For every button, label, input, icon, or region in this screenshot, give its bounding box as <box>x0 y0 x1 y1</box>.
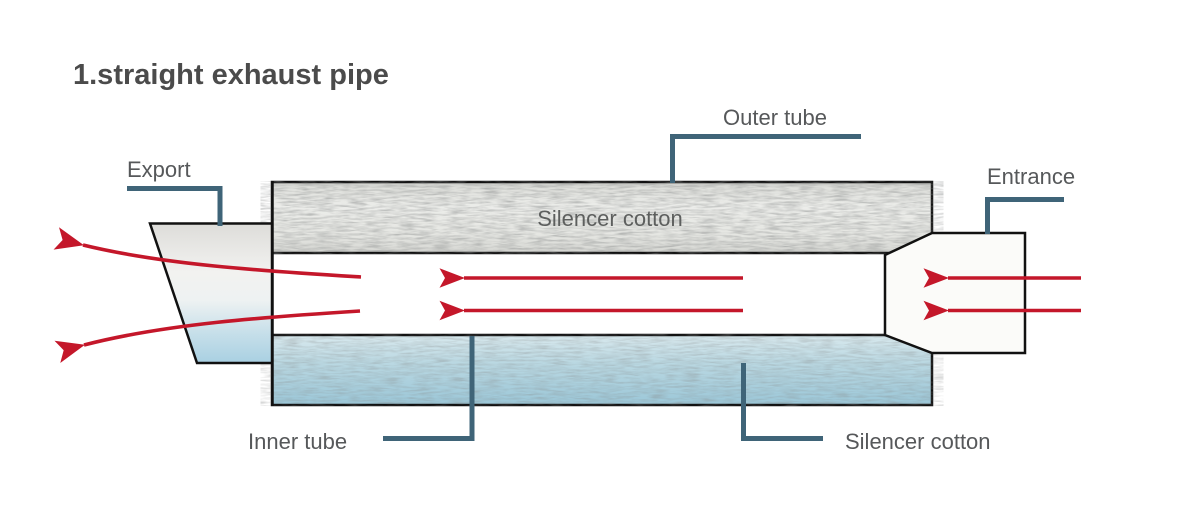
flow-arrow-export-lower <box>54 309 361 364</box>
silencer-cotton-bottom-callout-line <box>741 363 823 441</box>
entrance-label: Entrance <box>987 164 1075 189</box>
outer-tube-texture <box>274 185 930 250</box>
silencer-cotton-bottom-label: Silencer cotton <box>845 429 991 454</box>
export-nozzle <box>148 222 274 365</box>
figure-title: 1.straight exhaust pipe <box>73 59 389 91</box>
silencer-cotton-top-label: Silencer cotton <box>537 206 683 231</box>
inner-tube-label: Inner tube <box>248 429 347 454</box>
outer-tube-label: Outer tube <box>723 105 827 130</box>
export-label: Export <box>127 157 191 182</box>
export-callout-line <box>127 186 223 226</box>
entrance-nozzle <box>883 231 1027 355</box>
entrance-callout-line <box>985 197 1064 234</box>
bottom-silencer-texture <box>274 338 930 402</box>
flow-arrow-export-upper <box>53 227 362 279</box>
inner-tube-callout-line <box>383 336 475 441</box>
outer-tube-callout-line <box>670 134 861 183</box>
